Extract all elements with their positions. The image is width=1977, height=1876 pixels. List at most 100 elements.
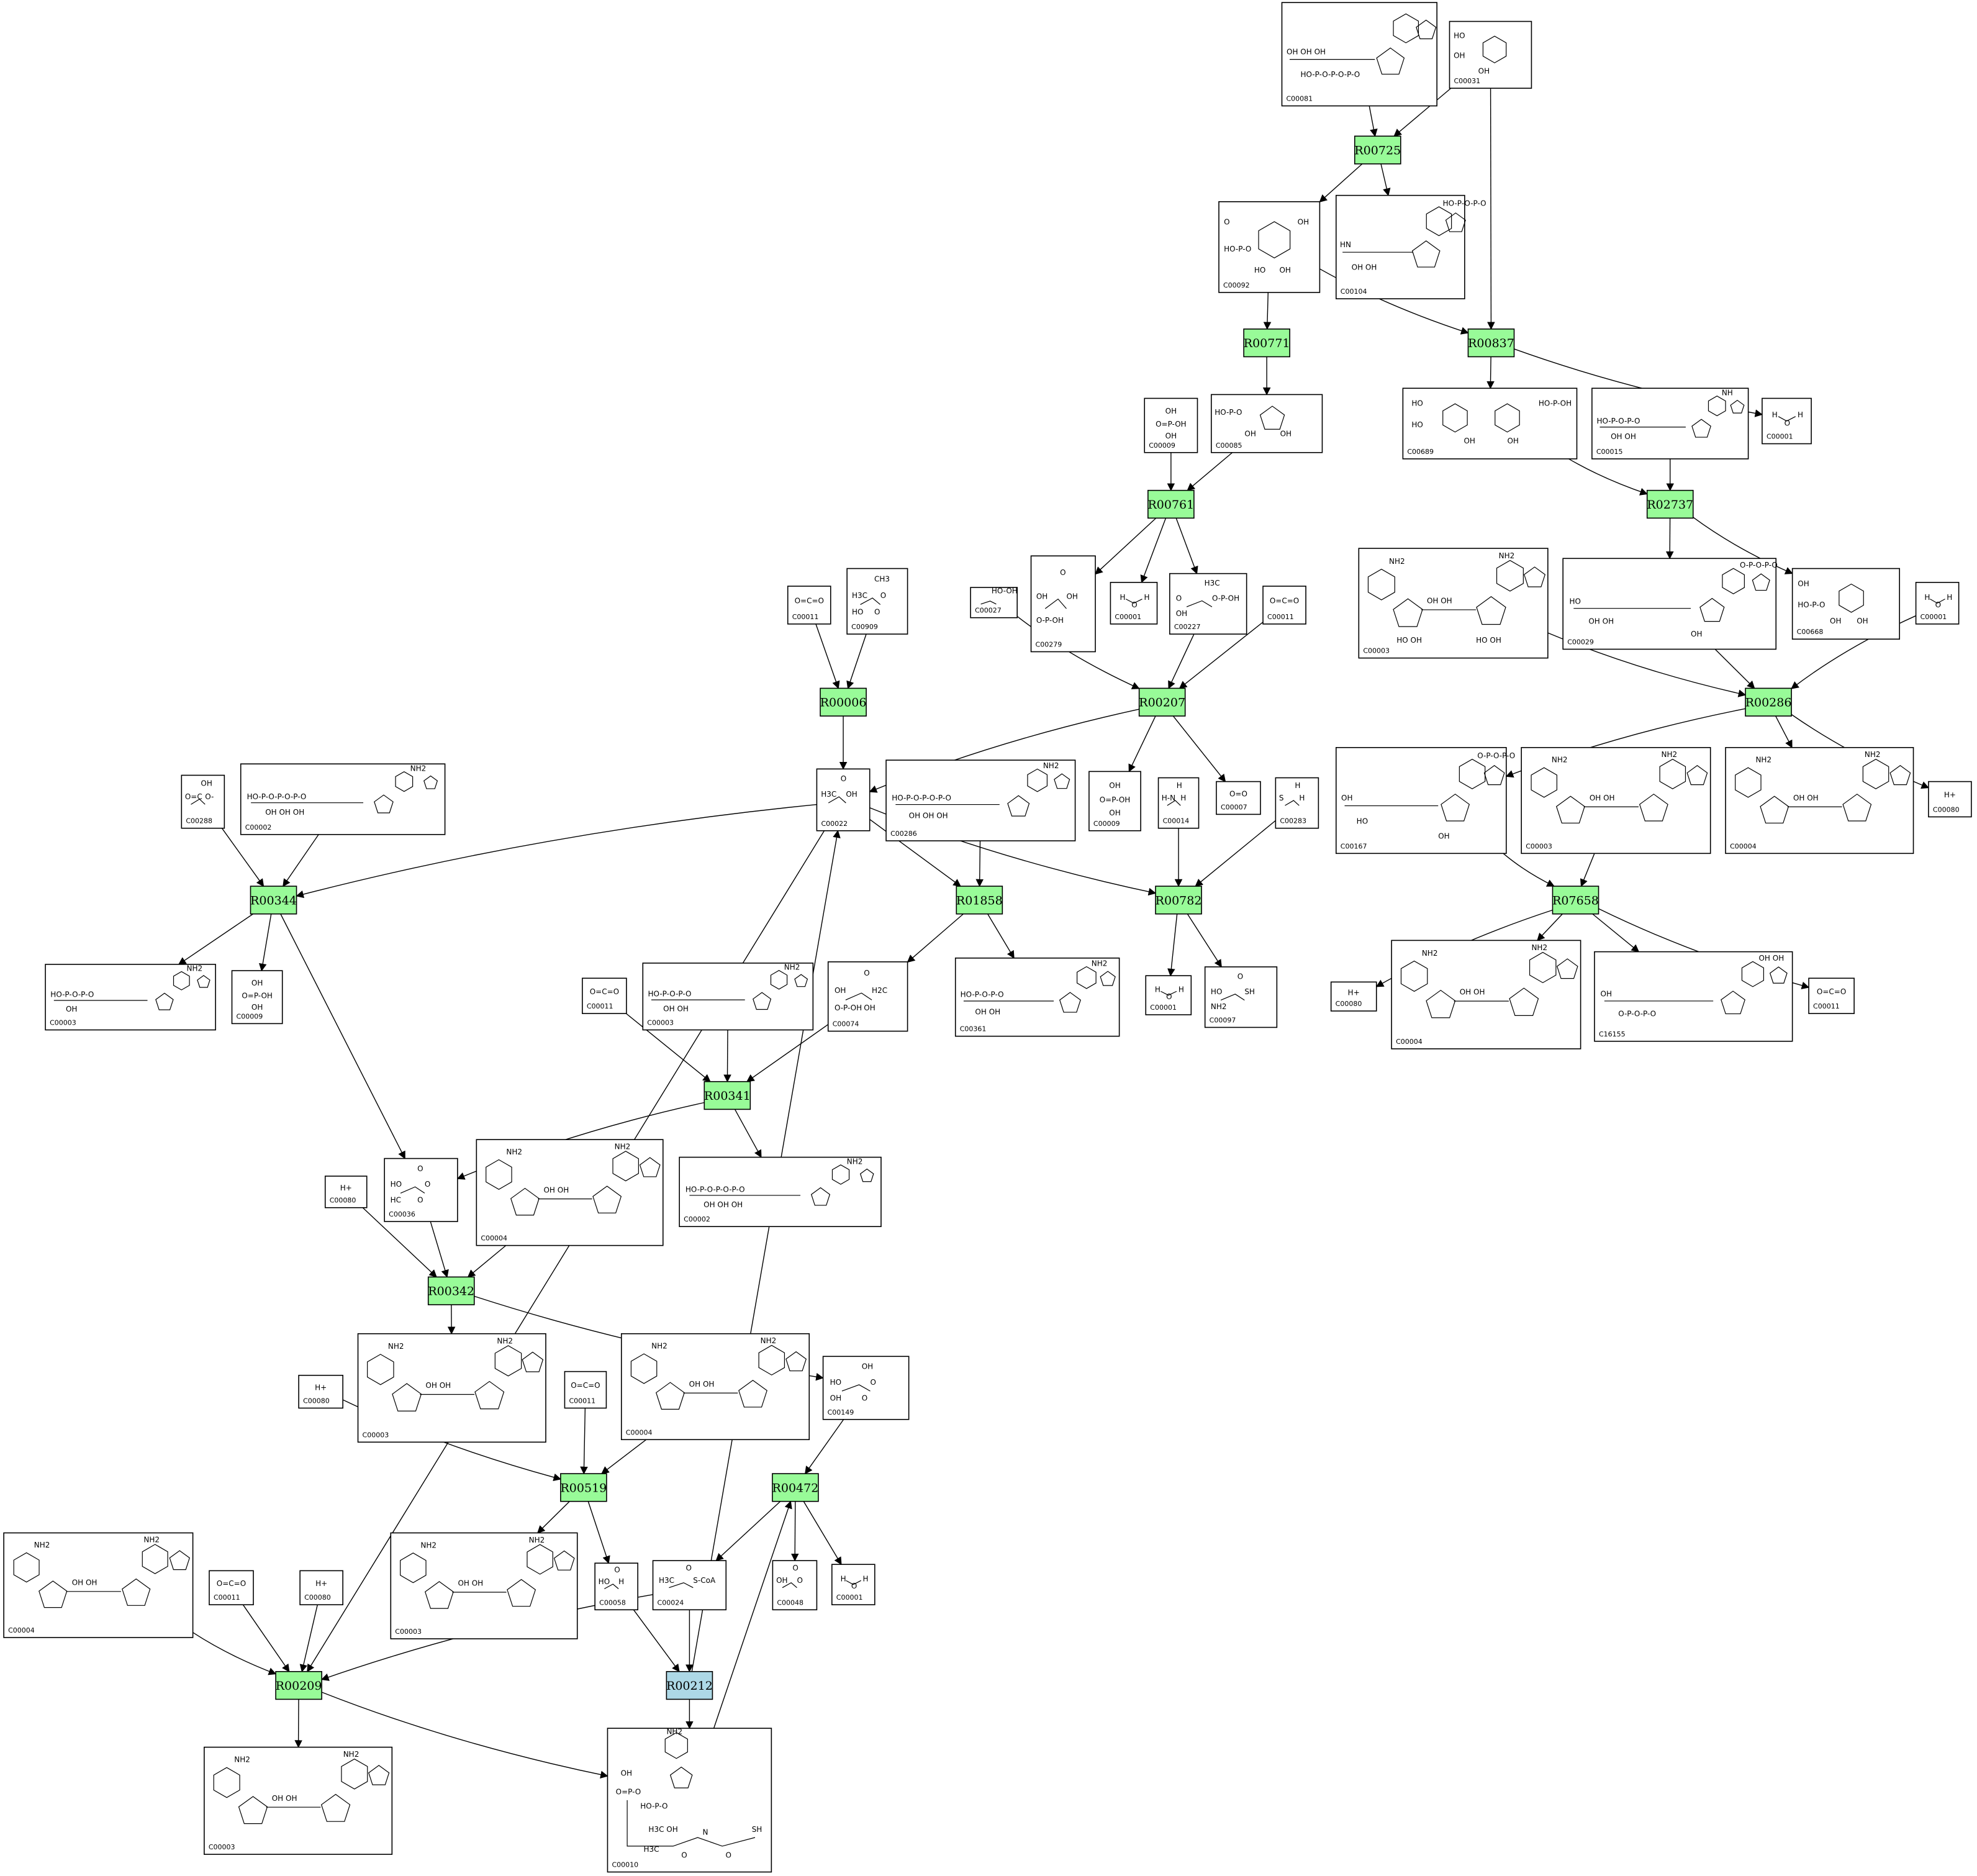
base-ring — [758, 1344, 785, 1375]
atom-label: HO — [1211, 987, 1222, 996]
reaction-node[interactable]: R00207 — [1138, 687, 1186, 717]
compound-node[interactable]: H+C00080 — [298, 1374, 343, 1409]
reaction-node[interactable]: R00209 — [275, 1670, 322, 1700]
atom-label: H — [1144, 593, 1150, 602]
compound-label: C16155 — [1599, 1030, 1626, 1038]
atom-label: O=C — [185, 792, 202, 801]
atom-label: OH — [1165, 407, 1177, 415]
reaction-node[interactable]: R00006 — [820, 687, 867, 717]
reaction-node[interactable]: R00342 — [427, 1276, 475, 1305]
reaction-node[interactable]: R00341 — [703, 1081, 751, 1110]
reaction-node[interactable]: R02737 — [1646, 489, 1694, 519]
reaction-node[interactable]: R00782 — [1155, 886, 1202, 915]
reaction-node[interactable]: R07658 — [1552, 886, 1599, 915]
ribose-ring — [1007, 795, 1030, 817]
edge-n53-r16 — [192, 1632, 277, 1675]
reaction-node[interactable]: R00286 — [1745, 687, 1792, 717]
atom-label: OH — [776, 1576, 787, 1585]
edge-n22-r16 — [307, 830, 825, 1672]
compound-node[interactable]: H+C00080 — [299, 1570, 343, 1605]
reaction-label: R00207 — [1139, 696, 1185, 710]
reaction-node[interactable]: R00472 — [772, 1473, 819, 1502]
compound-box — [1330, 981, 1377, 1012]
compound-node[interactable]: H+C00080 — [1330, 981, 1377, 1012]
base-ring — [1708, 396, 1726, 417]
atom-label: O — [1237, 972, 1243, 981]
reaction-label: R00209 — [276, 1679, 322, 1693]
reaction-node[interactable]: R00344 — [250, 886, 297, 915]
reaction-node[interactable]: R00212 — [666, 1670, 713, 1700]
atom-label: H — [1180, 794, 1186, 802]
nicotinamide-ring — [400, 1552, 427, 1584]
reaction-node[interactable]: R00837 — [1467, 329, 1515, 358]
reaction-node[interactable]: R00771 — [1243, 329, 1290, 358]
compound-label: C00011 — [1267, 613, 1294, 621]
reaction-node[interactable]: R00519 — [560, 1473, 607, 1502]
reaction-node[interactable]: R00761 — [1147, 489, 1195, 519]
compound-node[interactable]: H+C00080 — [324, 1176, 368, 1208]
reaction-node[interactable]: R00725 — [1354, 135, 1401, 165]
atom-label: O — [797, 1576, 802, 1585]
compound-node[interactable]: H+C00080 — [1928, 781, 1972, 818]
reaction-node[interactable]: R01858 — [956, 886, 1003, 915]
